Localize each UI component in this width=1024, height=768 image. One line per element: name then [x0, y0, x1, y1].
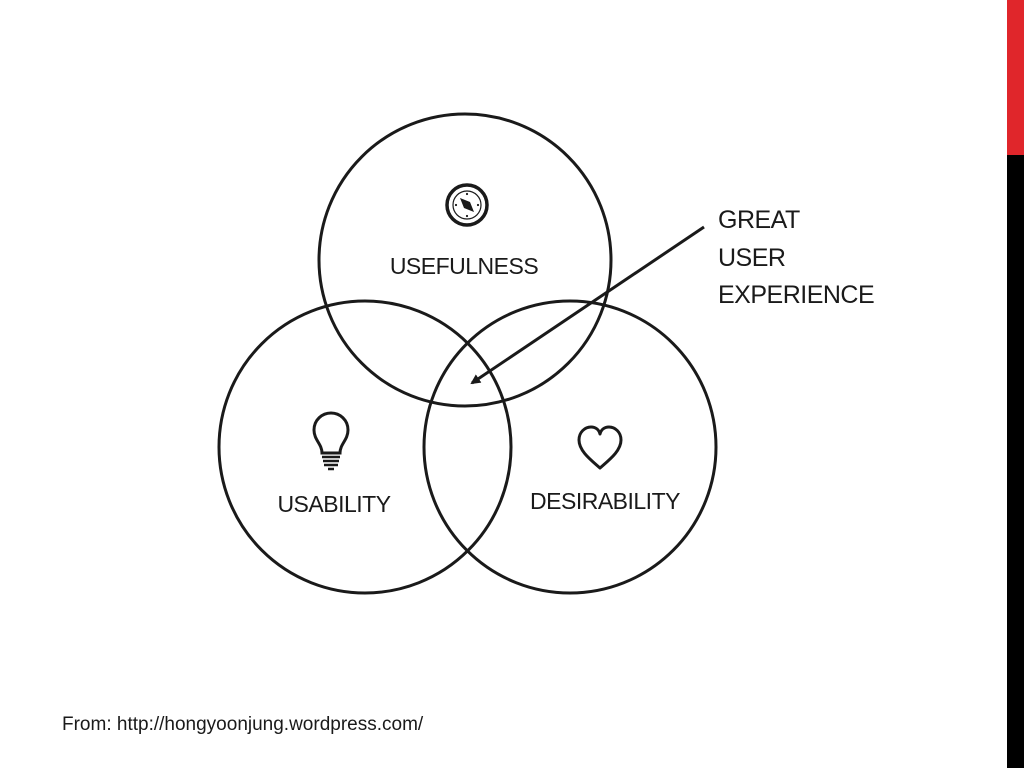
- lightbulb-icon: [312, 411, 350, 471]
- accent-bar-black: [1007, 155, 1024, 768]
- venn-diagram: USEFULNESS USABILITY DESIRABILITY GREAT …: [217, 112, 875, 595]
- usefulness-circle: [317, 112, 613, 408]
- usability-label: USABILITY: [277, 491, 390, 517]
- usefulness-label: USEFULNESS: [390, 253, 539, 279]
- compass-icon: [445, 183, 489, 227]
- callout-line-1: GREAT: [718, 206, 800, 234]
- usability-circle: [217, 299, 513, 595]
- source-caption: From: http://hongyoonjung.wordpress.com/: [62, 714, 424, 735]
- callout-line-2: USER: [718, 244, 785, 272]
- callout-line-3: EXPERIENCE: [718, 281, 874, 309]
- desirability-circle: [422, 299, 718, 595]
- heart-icon: [577, 425, 623, 470]
- accent-bar-red: [1007, 0, 1024, 155]
- callout-arrow: [470, 225, 705, 385]
- desirability-label: DESIRABILITY: [530, 488, 680, 514]
